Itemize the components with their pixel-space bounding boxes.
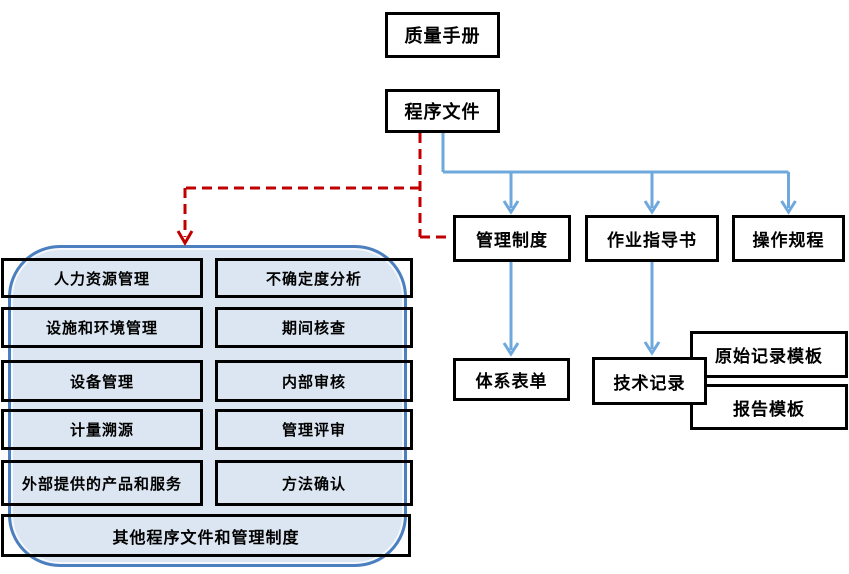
procedure-groups-container — [8, 245, 407, 567]
node-original-record-template: 原始记录模板 — [690, 331, 848, 378]
node-operating-procedure: 操作规程 — [732, 215, 845, 262]
arrowhead-system-forms — [502, 342, 520, 357]
group-box-metrological-traceability: 计量溯源 — [1, 409, 203, 450]
connector-dashed-procedure-links — [183, 133, 452, 239]
group-box-equipment-management: 设备管理 — [1, 360, 203, 402]
node-system-forms: 体系表单 — [453, 358, 570, 401]
group-box-management-review: 管理评审 — [215, 409, 413, 450]
arrowhead-technical-records — [643, 341, 661, 356]
group-box-other-procedure-documents: 其他程序文件和管理制度 — [1, 514, 411, 557]
arrowhead-work-instruction — [643, 200, 661, 215]
node-procedure-documents: 程序文件 — [385, 89, 500, 133]
node-work-instruction: 作业指导书 — [585, 215, 719, 262]
node-management-system: 管理制度 — [453, 215, 571, 262]
arrowhead-management-system — [502, 200, 520, 215]
node-quality-manual: 质量手册 — [385, 12, 500, 58]
group-box-method-validation: 方法确认 — [215, 460, 413, 506]
group-box-uncertainty-analysis: 不确定度分析 — [215, 258, 413, 298]
group-box-facility-environment: 设施和环境管理 — [1, 307, 203, 348]
arrowhead-container — [176, 230, 194, 246]
arrowhead-operating-procedure — [780, 200, 797, 215]
node-technical-records: 技术记录 — [592, 357, 707, 405]
red-dashed-connectors — [176, 133, 452, 246]
group-box-external-products-services: 外部提供的产品和服务 — [1, 460, 203, 506]
group-box-internal-audit: 内部审核 — [215, 360, 413, 402]
group-box-intermediate-check: 期间核查 — [215, 307, 413, 348]
group-box-hr-management: 人力资源管理 — [1, 258, 203, 298]
node-report-template: 报告模板 — [690, 384, 848, 430]
